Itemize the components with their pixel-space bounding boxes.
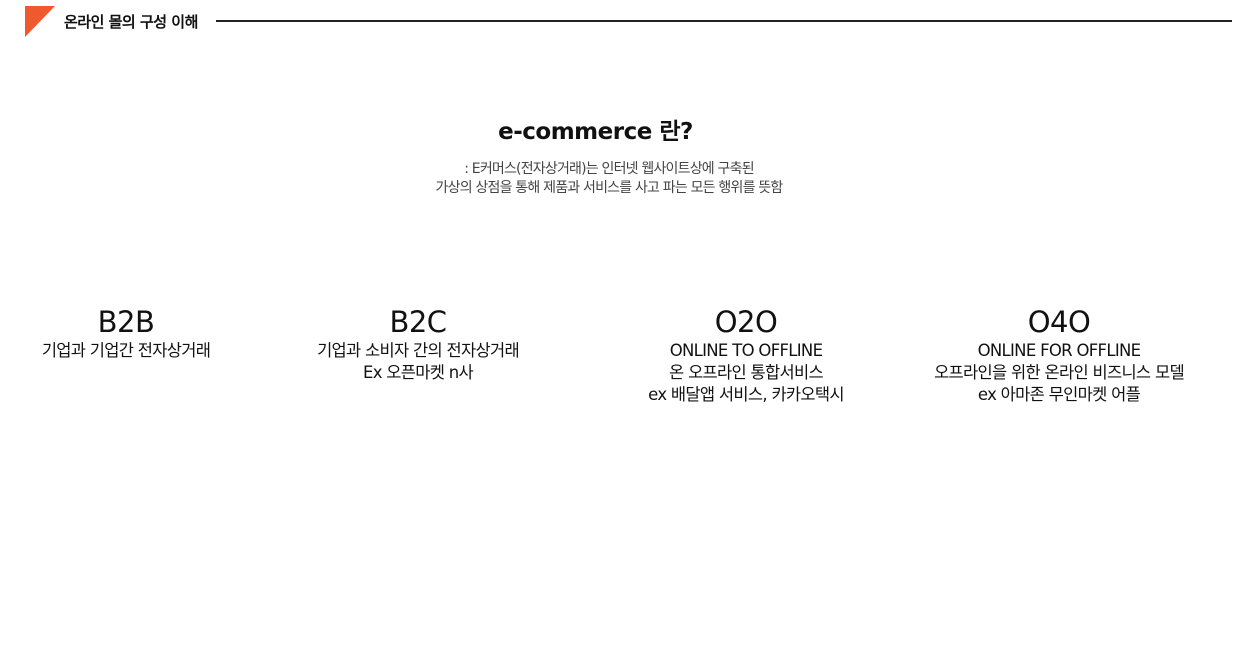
model-description: 기업과 기업간 전자상거래 bbox=[41, 341, 211, 360]
model-name: B2C bbox=[389, 305, 447, 339]
ecommerce-description: : E커머스(전자상거래)는 인터넷 웹사이트상에 구축된 가상의 상점을 통해… bbox=[0, 160, 1218, 198]
model-b2c: B2C 기업과 소비자 간의 전자상거래 Ex 오픈마켓 n사 bbox=[288, 304, 548, 384]
model-description: 오프라인을 위한 온라인 비즈니스 모델 bbox=[934, 363, 1185, 382]
model-name: O2O bbox=[714, 305, 778, 339]
model-o4o: O4O ONLINE FOR OFFLINE 오프라인을 위한 온라인 비즈니스… bbox=[906, 304, 1212, 406]
section-title: 온라인 몰의 구성 이해 bbox=[64, 13, 198, 31]
model-full-name: ONLINE FOR OFFLINE bbox=[977, 341, 1141, 360]
header-divider bbox=[216, 20, 1232, 22]
model-b2b: B2B 기업과 기업간 전자상거래 bbox=[16, 304, 236, 362]
model-name: B2B bbox=[97, 305, 155, 339]
section-header: 온라인 몰의 구성 이해 bbox=[0, 0, 1241, 44]
ecommerce-heading: e-commerce 란? bbox=[498, 119, 693, 145]
model-o2o: O2O ONLINE TO OFFLINE 온 오프라인 통합서비스 ex 배달… bbox=[626, 304, 866, 406]
triangle-accent-icon bbox=[25, 6, 55, 37]
description-line: : E커머스(전자상거래)는 인터넷 웹사이트상에 구축된 bbox=[464, 161, 754, 177]
model-name: O4O bbox=[1027, 305, 1091, 339]
model-example: ex 아마존 무인마켓 어플 bbox=[977, 385, 1141, 404]
model-description: 기업과 소비자 간의 전자상거래 bbox=[317, 341, 520, 360]
description-line: 가상의 상점을 통해 제품과 서비스를 사고 파는 모든 행위를 뜻함 bbox=[435, 180, 784, 196]
model-example: ex 배달앱 서비스, 카카오택시 bbox=[648, 385, 844, 404]
model-example: Ex 오픈마켓 n사 bbox=[362, 363, 474, 382]
model-description: 온 오프라인 통합서비스 bbox=[669, 363, 824, 382]
model-full-name: ONLINE TO OFFLINE bbox=[669, 341, 823, 360]
